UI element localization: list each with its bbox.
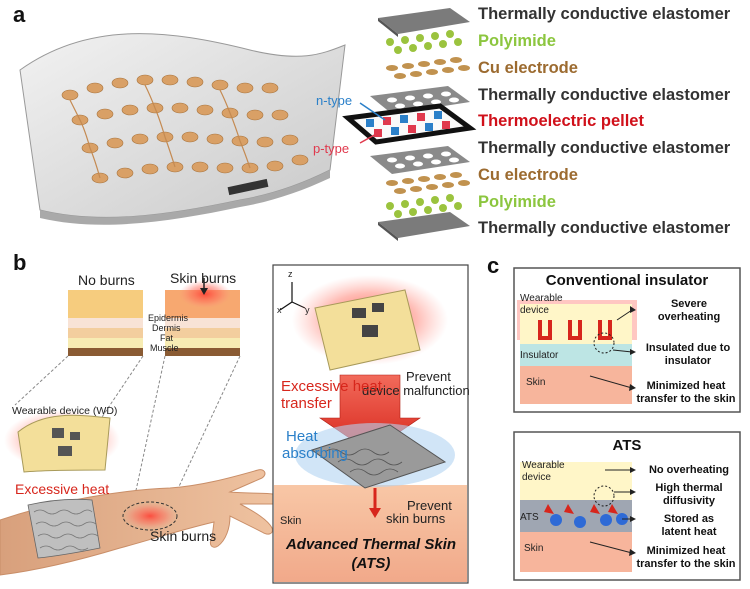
ats-skin-label: Skin — [280, 515, 302, 527]
axis-z-label: z — [288, 269, 293, 279]
exploded-layer-stack — [342, 8, 477, 241]
excessive-heat-label: Excessive heat — [15, 481, 110, 497]
epidermis-label: Epidermis — [148, 313, 189, 323]
fat-label: Fat — [160, 333, 174, 343]
panel-label-c: c — [487, 253, 500, 278]
ats-panel-title: ATS — [612, 437, 642, 454]
ats-title-line2: (ATS) — [351, 555, 391, 572]
top-wearable-line1: Wearable — [520, 293, 563, 304]
excessive-heat-transfer-line2: transfer — [281, 395, 332, 412]
layer-label-1: Thermally conductive elastomer — [478, 5, 731, 23]
top-wearable-line2: device — [520, 305, 549, 316]
ats-schematic-box — [272, 264, 469, 584]
no-burns-label: No burns — [78, 272, 135, 288]
ntype-label: n-type — [316, 93, 353, 108]
heat-absorbing-line2: absorbing — [282, 445, 348, 462]
layer-label-8: Polyimide — [478, 193, 556, 211]
bottom-note-no-overheating: No overheating — [648, 464, 730, 476]
ats-title-line1: Advanced Thermal Skin — [285, 536, 457, 553]
panel-label-a: a — [13, 2, 26, 27]
conventional-insulator-title: Conventional insulator — [545, 272, 709, 289]
flexible-device-illustration — [19, 33, 346, 225]
conventional-insulator-diagram — [513, 267, 741, 413]
wearable-device-label: Wearable device (WD) — [12, 405, 118, 417]
panel-label-b: b — [13, 250, 27, 275]
excessive-heat-transfer-line1: Excessive heat — [281, 378, 382, 395]
ats-diagram — [513, 431, 741, 581]
layer-label-7: Cu electrode — [478, 166, 578, 184]
top-insulator-label: Insulator — [520, 350, 559, 361]
bottom-wearable-line1: Wearable — [522, 460, 565, 471]
prevent-burns-line1: Prevent — [407, 498, 452, 513]
bottom-wearable-line2: device — [522, 472, 551, 483]
skin-cross-sections — [14, 278, 241, 496]
layer-label-5: Thermoelectric pellet — [478, 112, 644, 130]
layer-label-2: Polyimide — [478, 32, 556, 50]
prevent-burns-line2: skin burns — [386, 511, 446, 526]
bottom-ats-label: ATS — [520, 512, 539, 523]
bottom-skin-label: Skin — [524, 543, 544, 554]
heat-absorbing-line1: Heat — [286, 428, 318, 445]
axis-y-label: y — [305, 305, 310, 315]
dermis-label: Dermis — [152, 323, 181, 333]
skin-burns-top-label: Skin burns — [170, 270, 237, 286]
prevent-malfunction-line1: Prevent — [406, 369, 451, 384]
hand-illustration — [0, 410, 289, 576]
muscle-label: Muscle — [150, 343, 179, 353]
axis-x-label: x — [277, 305, 282, 315]
prevent-malfunction-line2: device malfunction — [362, 383, 470, 398]
layer-label-4: Thermally conductive elastomer — [478, 86, 731, 104]
ptype-label: p-type — [313, 141, 350, 156]
layer-label-9: Thermally conductive elastomer — [478, 219, 731, 237]
top-skin-label: Skin — [526, 377, 546, 388]
layer-label-3: Cu electrode — [478, 59, 578, 77]
skin-burns-hand-label: Skin burns — [150, 528, 217, 544]
layer-label-6: Thermally conductive elastomer — [478, 139, 731, 157]
